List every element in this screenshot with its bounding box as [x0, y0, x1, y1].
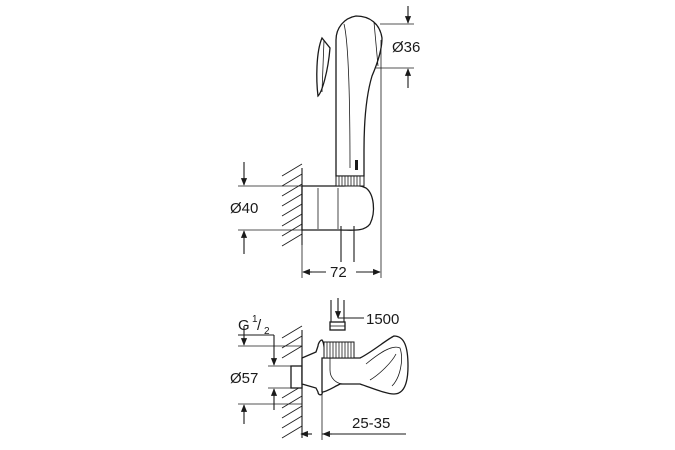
dim-holder-projection: 72	[301, 40, 382, 281]
dim-hose-length: 1500	[334, 298, 399, 328]
label-spray-diameter: Ø36	[392, 39, 420, 56]
lower-wall	[281, 325, 303, 439]
dim-rosette-diameter: Ø57	[230, 326, 302, 424]
label-thread-num: 1	[252, 314, 258, 325]
dim-valve-projection: 25-35	[300, 394, 406, 440]
label-hose-length: 1500	[366, 311, 399, 328]
wall-holder	[301, 184, 375, 231]
label-valve-projection: 25-35	[352, 415, 390, 432]
svg-text:/: /	[257, 317, 262, 334]
label-thread-den: 2	[264, 326, 270, 337]
hand-spray	[316, 15, 383, 187]
label-rosette-diameter: Ø57	[230, 370, 258, 387]
label-holder-diameter: Ø40	[230, 200, 258, 217]
upper-wall	[281, 163, 303, 247]
angle-valve	[301, 335, 409, 396]
hose-lower	[329, 300, 346, 331]
dim-thread: G 1 / 2	[238, 314, 291, 410]
dim-spray-diameter: Ø36	[376, 6, 420, 88]
label-thread-main: G	[238, 317, 250, 334]
hose-upper	[340, 226, 355, 262]
dim-holder-diameter: Ø40	[230, 162, 302, 254]
label-holder-projection: 72	[330, 264, 347, 281]
